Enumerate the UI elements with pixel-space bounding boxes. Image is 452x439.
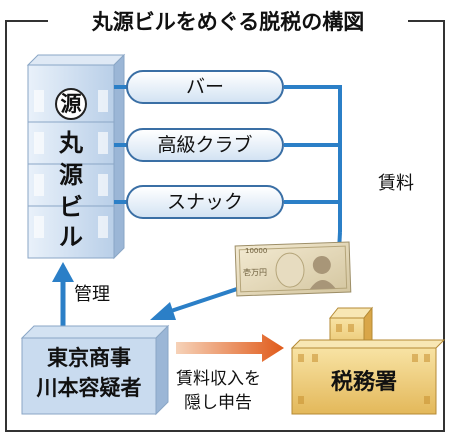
- rent-arrow-head: [150, 302, 176, 320]
- tax-office-label: 税務署: [330, 370, 397, 395]
- tenant-snack: スナック: [126, 185, 284, 219]
- company-name: 東京商事: [47, 346, 131, 370]
- tokyo-shoji-box: [20, 324, 170, 416]
- building-emblem-label: 源: [60, 92, 82, 116]
- rent-label: 賃料: [378, 173, 414, 194]
- suspect-name: 川本容疑者: [36, 376, 142, 400]
- concealment-label-line2: 隠し申告: [184, 393, 252, 413]
- management-arrow-head: [52, 262, 74, 282]
- building-name-char-3: ビ: [59, 193, 83, 221]
- banknote-icon: [234, 241, 352, 297]
- banknote-denomination: 10000: [245, 247, 268, 255]
- building-name-char-4: ル: [59, 223, 83, 251]
- tax-office-building: [290, 306, 446, 415]
- building-name-char-2: 源: [59, 161, 83, 189]
- banknote-text: 壱万円: [243, 268, 267, 277]
- concealment-arrow-icon: [176, 334, 284, 362]
- building-emblem-icon: [55, 88, 87, 120]
- tenant-bar: バー: [126, 70, 284, 104]
- building-name-char-1: 丸: [59, 129, 83, 157]
- management-label: 管理: [74, 284, 110, 305]
- tenant-connectors: [114, 85, 128, 204]
- tenant-high-class-club: 高級クラブ: [126, 128, 284, 162]
- diagram-title: 丸源ビルをめぐる脱税の構図: [48, 6, 408, 38]
- concealment-label-line1: 賃料収入を: [176, 369, 261, 389]
- maruhen-building: [26, 53, 126, 260]
